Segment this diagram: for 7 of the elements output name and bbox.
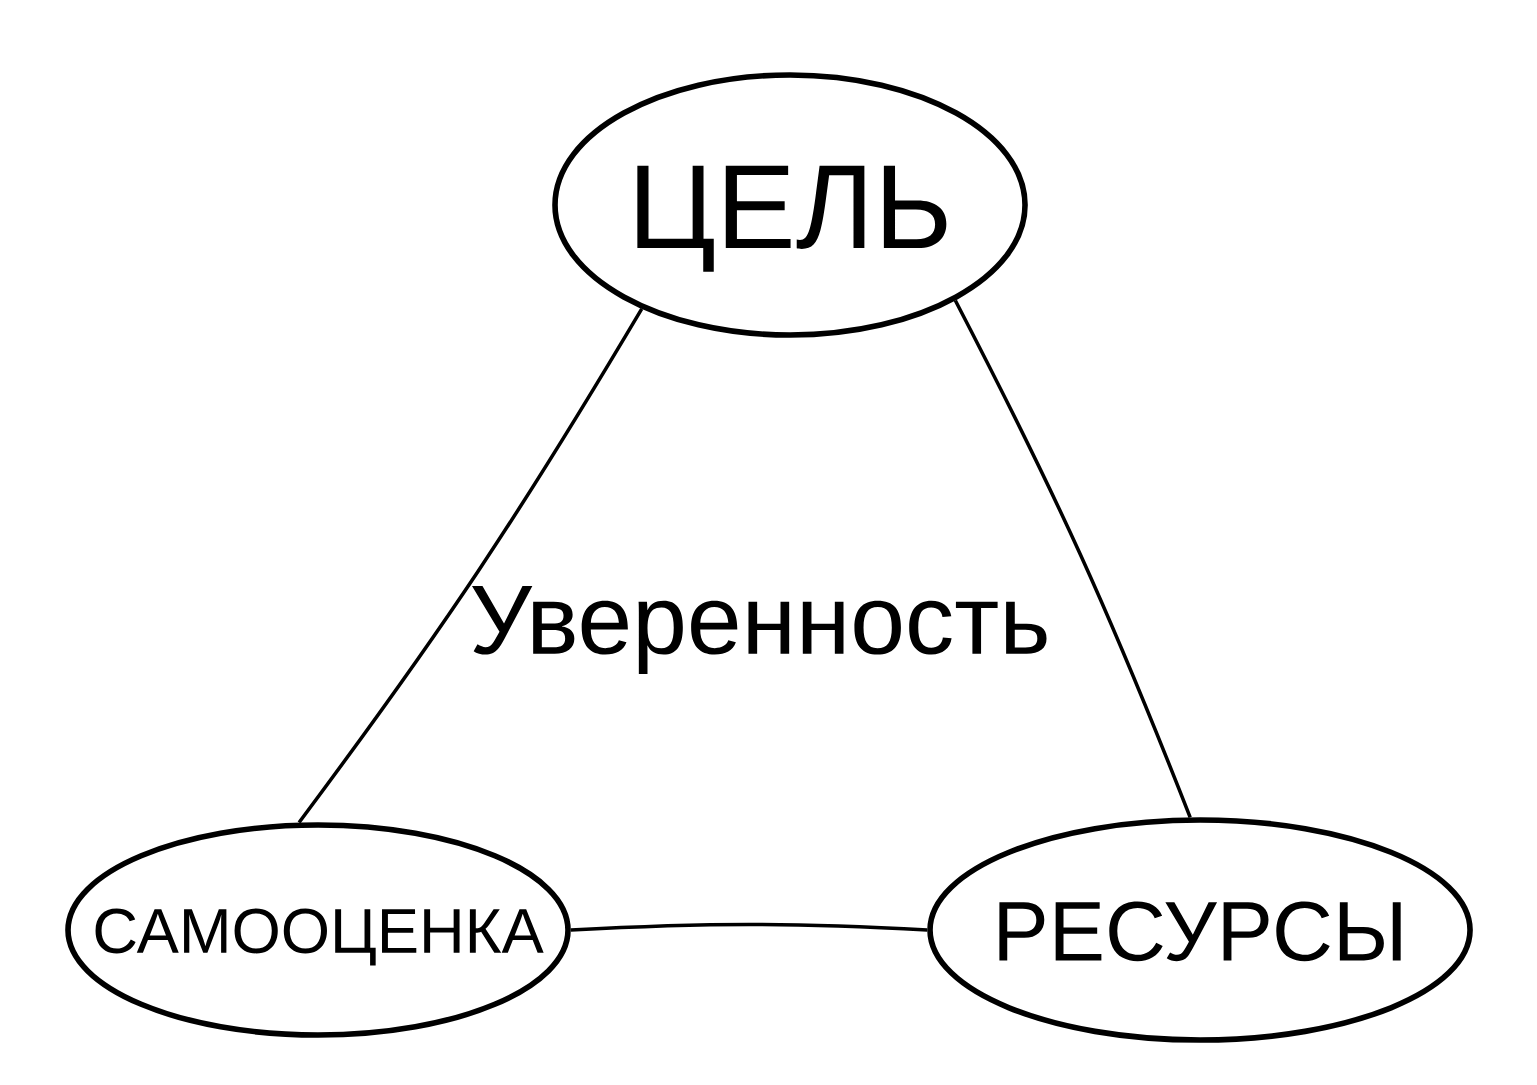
- connector-line: [570, 922, 928, 932]
- connector-line: [297, 307, 644, 824]
- ellipse-node: ЦЕЛЬ: [552, 72, 1028, 338]
- connector-line: [953, 299, 1192, 818]
- center-label: Уверенность: [472, 585, 1047, 675]
- ellipse-node: САМООЦЕНКА: [65, 822, 571, 1038]
- ellipse-node: РЕСУРСЫ: [927, 817, 1473, 1043]
